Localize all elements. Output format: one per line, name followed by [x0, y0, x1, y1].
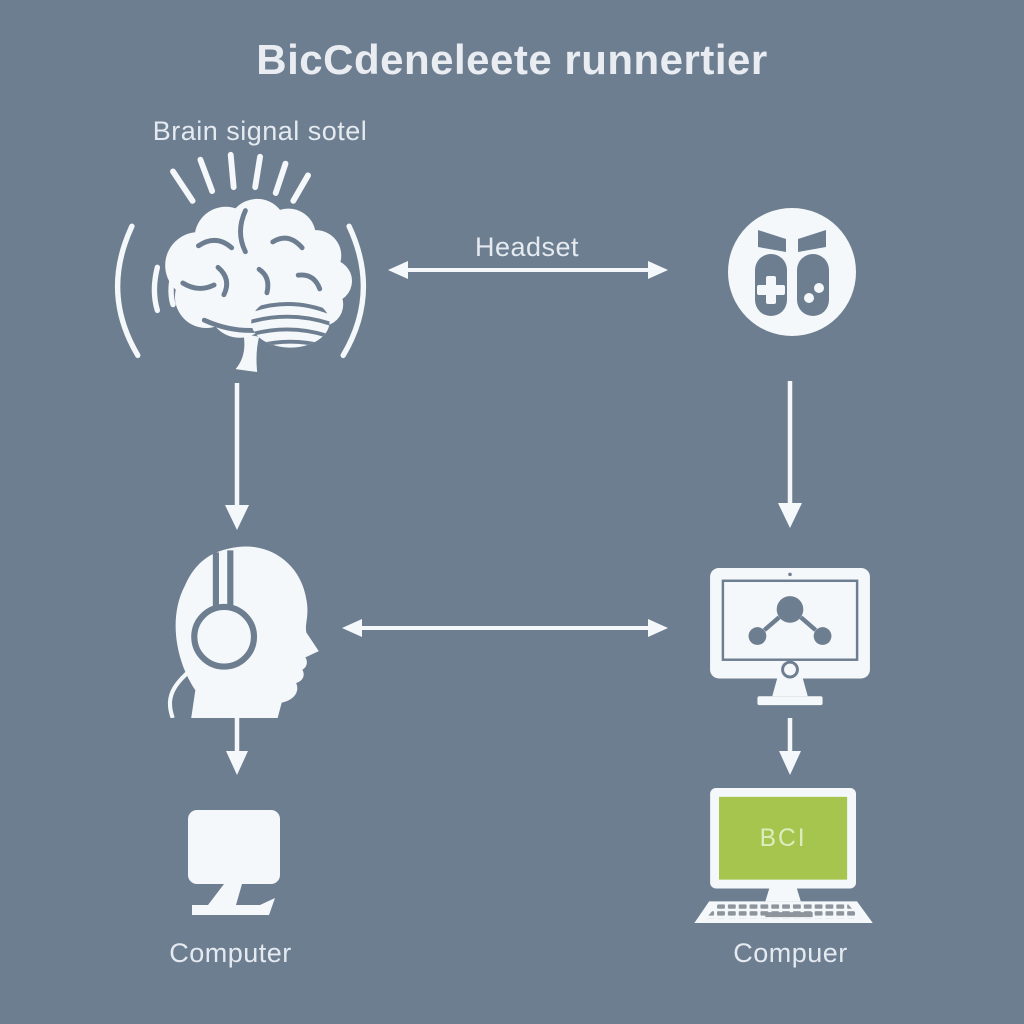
arrow-head-to-computer: [226, 718, 248, 775]
arrow-brain-controller-bidirectional: [388, 261, 668, 279]
brain-node-label: Brain signal sotel: [152, 116, 368, 146]
computer-right-label: Compuer: [733, 938, 848, 968]
arrow-brain-to-head: [225, 383, 249, 530]
brain-signal-icon: [115, 151, 366, 373]
bci-green-screen: [719, 796, 848, 880]
page-title: BicCdeneleete runnertier: [256, 36, 768, 83]
headset-arrow-label: Headset: [474, 232, 580, 262]
computer-left-label: Computer: [169, 938, 292, 968]
arrow-controller-to-monitor: [778, 381, 802, 528]
arrow-head-monitor-bidirectional: [342, 619, 668, 637]
arrow-monitor-to-laptop: [779, 718, 801, 775]
bci-screen-text: BCI: [760, 825, 807, 852]
monitor-network-icon: [710, 567, 870, 706]
bci-laptop-icon: BCI: [694, 787, 873, 924]
headset-user-icon: [167, 546, 319, 718]
game-controller-icon: [728, 208, 856, 336]
computer-monitor-icon: [188, 810, 280, 915]
